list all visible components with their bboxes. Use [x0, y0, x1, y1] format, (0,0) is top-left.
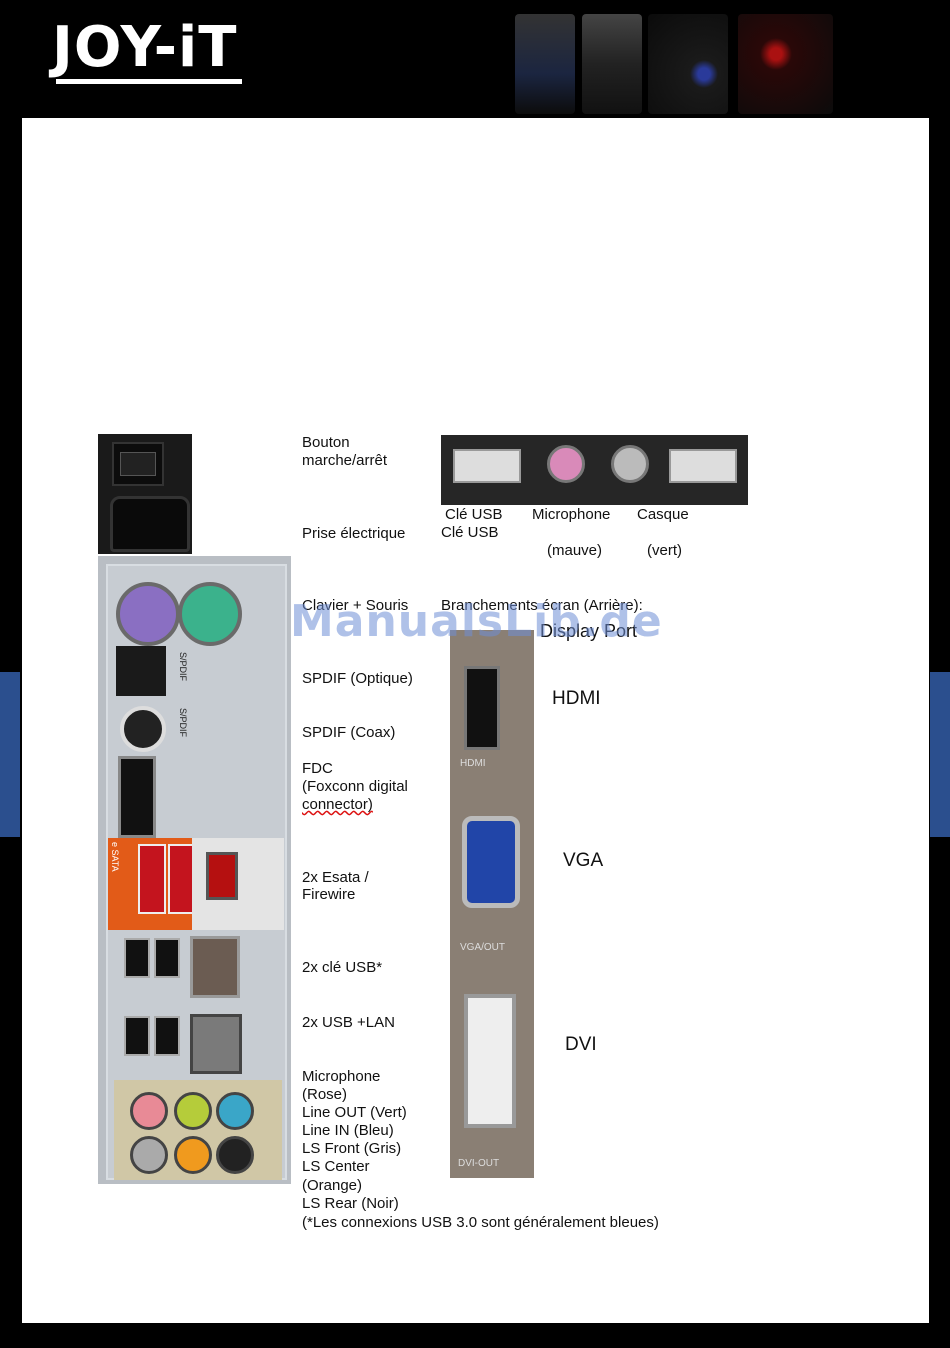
front-mic-label: Microphone	[532, 506, 611, 523]
gpu-vga-tag: VGA/OUT	[460, 942, 506, 953]
header-bar: JOY-iT	[0, 0, 950, 118]
label-audio-5: LS Front (Gris)	[302, 1140, 402, 1157]
mic-jack-icon	[547, 445, 585, 483]
vga-port-icon	[462, 816, 520, 908]
lan-port-icon	[190, 1014, 242, 1074]
watermark: ManualsLib.de	[290, 596, 663, 647]
usb-port-icon	[669, 449, 737, 483]
hdmi-alt-port	[190, 936, 240, 998]
hdmi-port-icon	[464, 666, 500, 750]
brand-logo: JOY-iT	[52, 15, 238, 80]
label-esata-1: 2x Esata /	[302, 869, 369, 886]
front-mic-color: (mauve)	[547, 542, 603, 559]
psu-panel-image	[98, 434, 192, 554]
usb-port-icon	[124, 938, 150, 978]
label-usb-lan: 2x USB +LAN	[302, 1014, 395, 1031]
center-speaker-jack-icon	[174, 1136, 212, 1174]
display-heading: Branchements écran (Arrière):	[441, 597, 643, 614]
front-ports-image	[441, 435, 748, 505]
front-headset-label: Casque	[637, 506, 689, 523]
mic-jack-icon	[130, 1092, 168, 1130]
usb-port-icon	[154, 1016, 180, 1056]
label-audio-7: (Orange)	[302, 1177, 363, 1194]
gpu-hdmi-tag: HDMI	[460, 758, 486, 769]
label-spdif-coax: SPDIF (Coax)	[302, 724, 396, 741]
line-out-jack-icon	[174, 1092, 212, 1130]
label-audio-4: Line IN (Bleu)	[302, 1122, 394, 1139]
label-esata-2: Firewire	[302, 886, 356, 903]
front-speaker-jack-icon	[130, 1136, 168, 1174]
usb-port-icon	[154, 938, 180, 978]
side-band-right	[930, 672, 950, 837]
front-usb2-label: Clé USB	[441, 524, 499, 541]
dvi-label: DVI	[565, 1034, 597, 1055]
power-switch-icon	[112, 442, 164, 486]
footnote: (*Les connexions USB 3.0 sont généraleme…	[302, 1214, 659, 1231]
pc-case-image	[648, 14, 728, 114]
esata-block	[108, 838, 284, 930]
label-usb2: 2x clé USB*	[302, 959, 383, 976]
usb-port-icon	[453, 449, 521, 483]
line-in-jack-icon	[216, 1092, 254, 1130]
esata-label: e SATA	[110, 842, 120, 872]
gpu-dvi-tag: DVI-OUT	[458, 1158, 500, 1169]
spdif-label: S/PDIF	[178, 708, 188, 738]
label-audio-6: LS Center	[302, 1158, 370, 1175]
ps2-mouse-icon	[178, 582, 242, 646]
label-keyboard-mouse: Clavier + Souris	[302, 597, 409, 614]
label-audio-8: LS Rear (Noir)	[302, 1195, 399, 1212]
label-audio-1: Microphone	[302, 1068, 381, 1085]
spdif-optical-icon	[116, 646, 166, 696]
fdc-port-icon	[118, 756, 156, 838]
gpu-bracket-image: HDMI VGA/OUT DVI-OUT	[450, 630, 534, 1178]
label-power-button-1: Bouton	[302, 434, 350, 451]
usb-port-icon	[124, 1016, 150, 1056]
label-power-socket: Prise électrique	[302, 525, 406, 542]
spdif-label: S/PDIF	[178, 652, 188, 682]
front-headset-color: (vert)	[647, 542, 682, 559]
label-fdc-1: FDC	[302, 760, 333, 777]
hdmi-label: HDMI	[552, 688, 601, 709]
vga-label: VGA	[563, 850, 604, 871]
label-fdc-3: connector)	[302, 796, 373, 813]
io-panel-image: S/PDIF S/PDIF e SATA	[98, 556, 291, 1184]
spdif-coax-icon	[120, 706, 166, 752]
dvi-port-icon	[464, 994, 516, 1128]
power-socket-icon	[110, 496, 190, 552]
ps2-keyboard-icon	[116, 582, 180, 646]
label-power-button-2: marche/arrêt	[302, 452, 388, 469]
headset-jack-icon	[611, 445, 649, 483]
pc-case-image	[582, 14, 642, 114]
pc-case-image	[515, 14, 575, 114]
front-usb1-label: Clé USB	[445, 506, 503, 523]
label-audio-3: Line OUT (Vert)	[302, 1104, 407, 1121]
label-spdif-optical: SPDIF (Optique)	[302, 670, 413, 687]
pc-case-image	[738, 14, 833, 114]
label-audio-2: (Rose)	[302, 1086, 348, 1103]
label-fdc-2: (Foxconn digital	[302, 778, 408, 795]
logo-underline	[56, 79, 242, 84]
display-port-label: Display Port	[540, 621, 638, 641]
side-band-left	[0, 672, 20, 837]
rear-speaker-jack-icon	[216, 1136, 254, 1174]
